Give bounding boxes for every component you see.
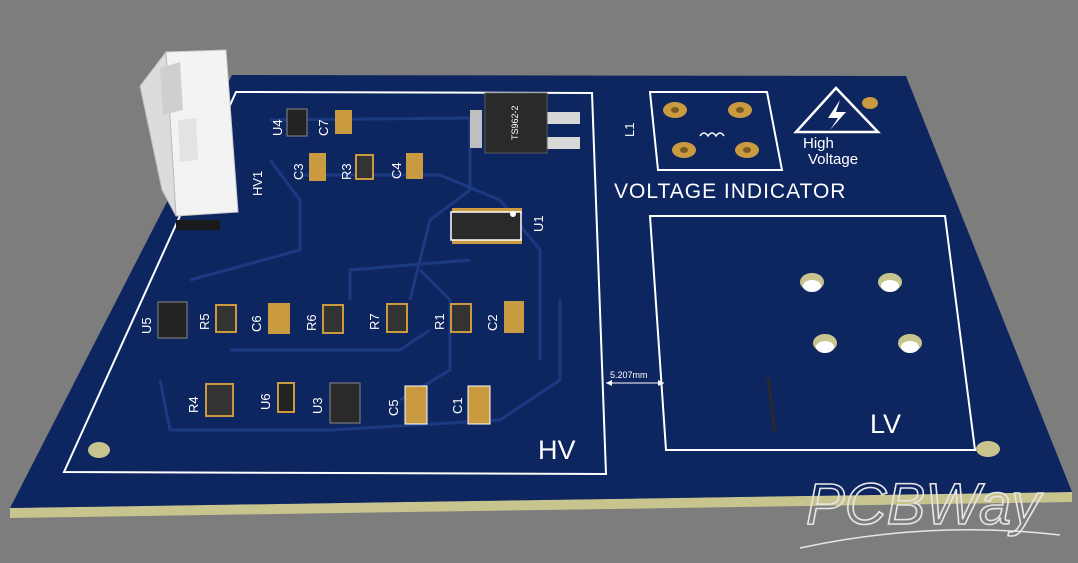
c2-label: C2 xyxy=(485,314,500,331)
warning-text-line-2: Voltage xyxy=(808,151,858,168)
board-title: VOLTAGE INDICATOR xyxy=(614,180,846,203)
pcbway-watermark: PCBWay xyxy=(806,472,1043,537)
c5-capacitor xyxy=(404,385,428,425)
r1-resistor xyxy=(450,303,472,333)
r7-resistor xyxy=(386,303,408,333)
u6-label: U6 xyxy=(258,393,273,410)
lv-zone-label: LV xyxy=(870,409,901,439)
c6-label: C6 xyxy=(249,315,264,332)
u4-chip xyxy=(286,108,308,137)
c1-capacitor xyxy=(467,385,491,425)
r6-resistor xyxy=(322,304,344,334)
r6-label: R6 xyxy=(304,314,319,331)
c3-label: C3 xyxy=(291,163,306,180)
r7-label: R7 xyxy=(367,313,382,330)
lv-trace xyxy=(766,377,777,433)
c4-capacitor xyxy=(406,153,423,179)
hv1-connector xyxy=(139,49,239,230)
r4-label: R4 xyxy=(186,396,201,413)
high-voltage-warning-icon xyxy=(793,86,881,134)
c5-label: C5 xyxy=(386,399,401,416)
l1-pads xyxy=(663,102,759,158)
c4-label: C4 xyxy=(389,162,404,179)
regulator-marking: TS962-2 xyxy=(510,105,520,140)
hv-zone-outline xyxy=(62,90,608,476)
r3-resistor xyxy=(355,154,374,180)
r3-label: R3 xyxy=(339,163,354,180)
u6-chip xyxy=(277,382,295,413)
copper-traces xyxy=(158,116,562,432)
c7-capacitor xyxy=(335,110,352,134)
c7-label: C7 xyxy=(316,119,331,136)
u5-chip xyxy=(157,301,188,339)
r4-resistor xyxy=(205,383,234,417)
warning-text-line-1: High xyxy=(803,135,834,152)
lv-zone-outline xyxy=(648,215,977,451)
lightning-bolt-icon xyxy=(828,100,846,130)
r5-resistor xyxy=(215,304,237,333)
clearance-dimension-label: 5.207mm xyxy=(610,370,648,380)
c3-capacitor xyxy=(309,153,326,181)
hv-zone-label: HV xyxy=(538,435,576,465)
l1-outline xyxy=(648,91,784,171)
r5-label: R5 xyxy=(197,313,212,330)
u4-label: U4 xyxy=(270,119,285,136)
voltage-regulator: TS962-2 xyxy=(470,92,580,154)
c1-label: C1 xyxy=(450,397,465,414)
c6-capacitor xyxy=(268,303,290,334)
hv1-label: HV1 xyxy=(250,171,265,196)
u3-label: U3 xyxy=(310,397,325,414)
u3-chip xyxy=(329,382,361,424)
c2-capacitor xyxy=(504,301,524,333)
u1-ic xyxy=(450,208,522,244)
clearance-dimension: 5.207mm xyxy=(606,370,664,386)
r1-label: R1 xyxy=(432,313,447,330)
l1-label: L1 xyxy=(622,123,637,137)
u1-label: U1 xyxy=(531,215,546,232)
mounting-holes xyxy=(88,273,1000,458)
mounting-pad xyxy=(862,97,878,109)
board-edge xyxy=(10,492,1072,518)
watermark-swoosh xyxy=(799,529,1061,549)
u5-label: U5 xyxy=(139,317,154,334)
